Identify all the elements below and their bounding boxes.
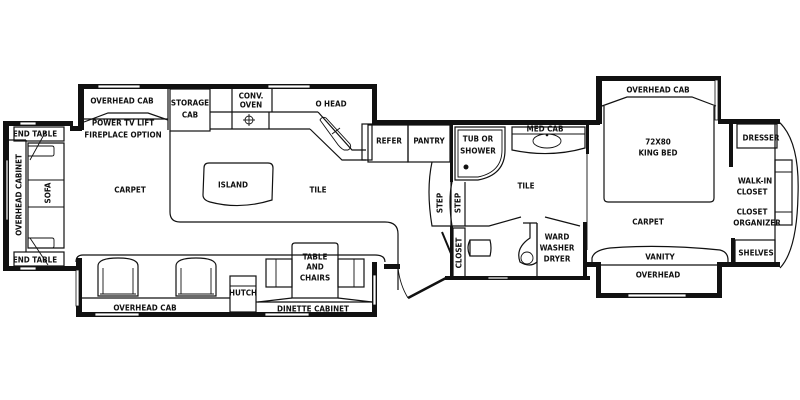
- label-refer: REFER: [376, 137, 402, 146]
- label-storage-cab-1: STORAGE: [171, 99, 209, 108]
- window: [19, 266, 37, 271]
- recliner-chair: [175, 257, 217, 297]
- label-power-tv-lift: POWER TV LIFT: [92, 119, 154, 128]
- entry-door[interactable]: [407, 276, 447, 300]
- label-conv-oven-2: OVEN: [240, 101, 262, 110]
- label-overhead-cab-bottom: OVERHEAD CAB: [113, 304, 176, 313]
- label-step-1: STEP: [436, 193, 445, 213]
- window: [627, 293, 687, 298]
- hutch: [229, 275, 257, 313]
- label-sofa: SOFA: [44, 182, 53, 203]
- window: [5, 159, 9, 221]
- cooktop-icon: [243, 114, 255, 126]
- end-table-top: [13, 126, 65, 142]
- label-closet: CLOSET: [455, 238, 464, 269]
- label-med-cab: MED CAB: [527, 125, 564, 134]
- recliner-chair: [97, 257, 139, 297]
- label-island: ISLAND: [218, 181, 248, 190]
- label-tub-1: TUB OR: [463, 135, 494, 144]
- window: [264, 312, 310, 317]
- window: [714, 79, 719, 121]
- label-walk-in-1: WALK-IN: [738, 177, 772, 186]
- label-carpet-bedroom: CARPET: [632, 218, 664, 227]
- label-end-table-bottom: END TABLE: [13, 256, 57, 265]
- label-dresser: DRESSER: [743, 134, 780, 143]
- label-ward-2: WASHER: [540, 244, 575, 253]
- label-ward-3: DRYER: [544, 255, 571, 264]
- toilet: [467, 239, 492, 257]
- bath-area: STEP STEP TUB OR SHOWER MED CAB TILE CLO…: [384, 124, 590, 300]
- kitchen-area: STORAGE CAB CONV. OVEN O HEAD TILE ISLAN…: [169, 84, 590, 314]
- window: [19, 121, 37, 126]
- label-overhead-cab-bedroom: OVERHEAD CAB: [626, 86, 689, 95]
- vanity-sink: [511, 126, 586, 155]
- front-living-area: END TABLE END TABLE OVERHEAD CABINET SOF…: [3, 84, 386, 317]
- label-overhead-cab-top: OVERHEAD CAB: [90, 97, 153, 106]
- sofa: [27, 142, 65, 249]
- window: [75, 269, 80, 307]
- label-dinette-cabinet: DINETTE CABINET: [277, 305, 349, 314]
- island: [202, 162, 274, 207]
- kitchen-sink: [319, 116, 352, 151]
- label-ward-1: WARD: [545, 233, 570, 242]
- bedroom-area: OVERHEAD CAB 72X80 KING BED CARPET VANIT…: [586, 76, 799, 298]
- label-tile-bath: TILE: [517, 182, 534, 191]
- label-hutch: HUTCH: [229, 289, 257, 298]
- label-step-2: STEP: [454, 193, 463, 213]
- label-storage-cab-2: CAB: [182, 111, 198, 120]
- label-table-1: TABLE: [303, 253, 328, 262]
- label-bed-size: 72X80: [645, 138, 671, 147]
- label-end-table-top: END TABLE: [13, 130, 57, 139]
- shelves: [734, 239, 776, 265]
- king-bed: [603, 106, 715, 203]
- label-tile-kitchen: TILE: [309, 186, 326, 195]
- label-shelves: SHELVES: [738, 249, 773, 258]
- vanity: [591, 245, 729, 266]
- window: [487, 276, 509, 280]
- label-organizer-2: ORGANIZER: [733, 219, 781, 228]
- label-pantry: PANTRY: [413, 137, 445, 146]
- window: [267, 84, 311, 89]
- window: [372, 274, 377, 306]
- window: [94, 312, 140, 317]
- label-vanity: VANITY: [645, 253, 675, 262]
- window: [97, 84, 141, 89]
- label-organizer-1: CLOSET: [737, 208, 768, 217]
- label-tub-2: SHOWER: [460, 147, 496, 156]
- label-carpet-living: CARPET: [114, 186, 146, 195]
- label-overhead-bedroom: OVERHEAD: [636, 271, 680, 280]
- label-o-head: O HEAD: [315, 100, 346, 109]
- label-overhead-cabinet-vertical: OVERHEAD CABINET: [15, 154, 24, 236]
- storage-cab: [169, 88, 211, 132]
- label-table-3: CHAIRS: [300, 274, 330, 283]
- dinette-table: [291, 242, 339, 299]
- label-walk-in-2: CLOSET: [737, 188, 768, 197]
- label-king-bed: KING BED: [638, 149, 677, 158]
- dresser: [736, 123, 778, 149]
- label-table-2: AND: [306, 263, 324, 272]
- tub-shower: [454, 126, 506, 181]
- label-fireplace-option: FIREPLACE OPTION: [84, 131, 161, 140]
- label-conv-oven-1: CONV.: [239, 92, 264, 101]
